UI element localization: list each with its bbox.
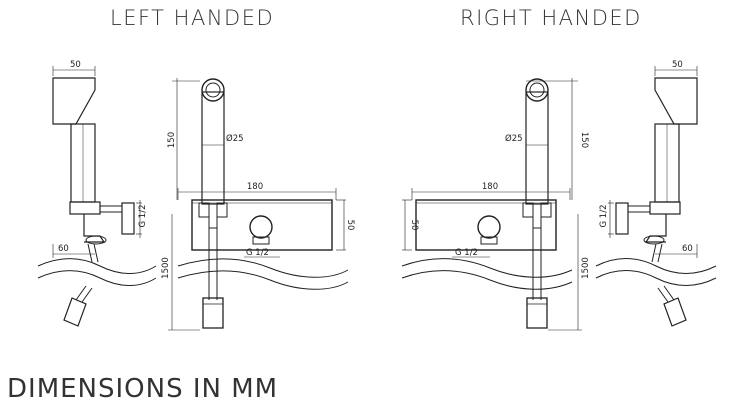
left-length-label: 180 (247, 182, 263, 192)
left-body-height-label: 50 (345, 220, 355, 231)
dimensions-note: DIMENSIONS IN MM (7, 374, 279, 404)
right-front-view: 150 Ø25 180 50 G 1/2 (401, 78, 591, 331)
right-thread-label: G 1/2 (599, 205, 609, 228)
right-depth-label: 60 (682, 244, 693, 254)
left-side-view: 50 G 1/2 60 (37, 60, 157, 327)
left-handed-heading: LEFT HANDED (110, 6, 275, 30)
left-depth-label: 60 (58, 244, 69, 254)
right-body-height-label: 50 (409, 220, 419, 231)
right-handed-heading: RIGHT HANDED (460, 6, 642, 30)
left-hose-label: 1500 (161, 257, 171, 279)
right-length-label: 180 (482, 182, 498, 192)
right-height-label: 150 (579, 132, 589, 148)
right-width-label: 50 (672, 60, 683, 70)
right-diameter-label: Ø25 (505, 133, 523, 144)
left-width-label: 50 (70, 60, 81, 70)
left-bottom-thread-label: G 1/2 (246, 248, 269, 258)
left-thread-label: G 1/2 (138, 205, 148, 228)
right-hose-label: 1500 (581, 257, 591, 279)
left-height-label: 150 (167, 132, 177, 148)
right-side-view: 50 G 1/2 60 (595, 60, 717, 327)
left-front-view: 150 Ø25 180 50 G 1/2 (161, 78, 355, 331)
left-diameter-label: Ø25 (226, 133, 244, 144)
right-bottom-thread-label: G 1/2 (455, 248, 478, 258)
